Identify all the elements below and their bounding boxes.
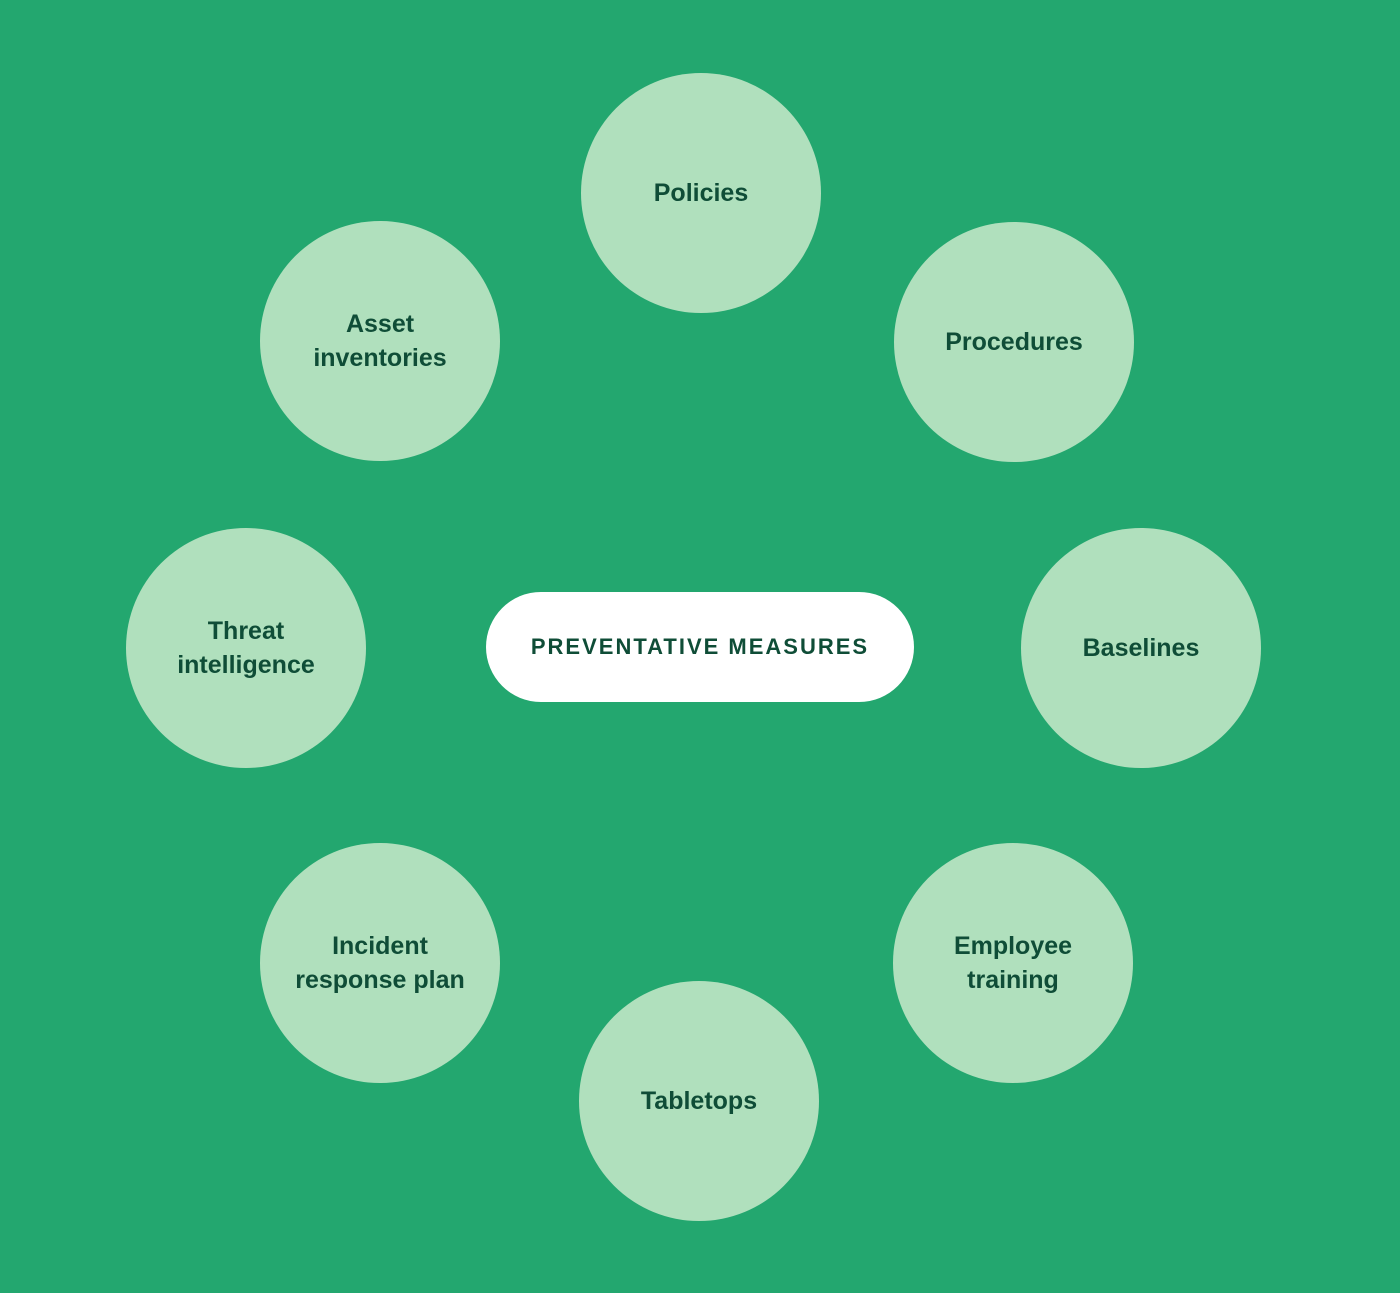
node-label-asset-inventories: Asset inventories — [313, 310, 447, 372]
center-pill: PREVENTATIVE MEASURES — [486, 592, 914, 702]
node-label-employee-training: Employee training — [953, 932, 1073, 994]
node-baselines: Baselines — [1021, 528, 1261, 768]
node-label-procedures: Procedures — [945, 328, 1083, 356]
center-label: PREVENTATIVE MEASURES — [530, 634, 870, 659]
node-label-incident-response-plan: Incident response plan — [295, 932, 465, 994]
node-label-policies: Policies — [653, 179, 749, 207]
node-threat-intelligence: Threat intelligence — [126, 528, 366, 768]
node-employee-training: Employee training — [893, 843, 1133, 1083]
node-incident-response-plan: Incident response plan — [260, 843, 500, 1083]
node-policies: Policies — [581, 73, 821, 313]
node-label-threat-intelligence: Threat intelligence — [177, 617, 315, 679]
node-asset-inventories: Asset inventories — [260, 221, 500, 461]
node-tabletops: Tabletops — [579, 981, 819, 1221]
node-label-tabletops: Tabletops — [640, 1087, 758, 1115]
node-procedures: Procedures — [894, 222, 1134, 462]
node-label-baselines: Baselines — [1082, 634, 1200, 662]
